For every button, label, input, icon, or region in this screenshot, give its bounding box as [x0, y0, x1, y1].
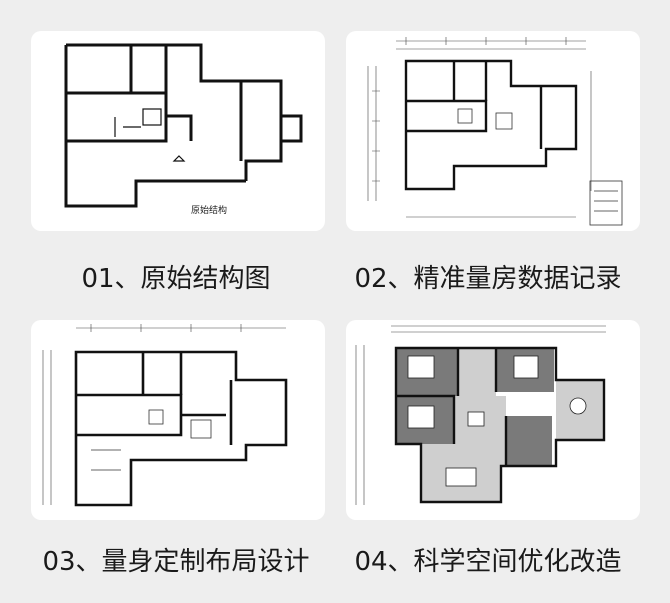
floor-plan-original: 原始结构 [64, 43, 303, 216]
plan-card-optimized[interactable] [346, 320, 640, 520]
plan-card-layout[interactable] [31, 320, 325, 520]
caption-measurement: 02、精准量房数据记录 [354, 264, 622, 294]
plan-card-original[interactable]: 原始结构 [31, 31, 325, 231]
floor-plan-layout [42, 324, 288, 507]
caption-original-structure: 01、原始结构图 [81, 264, 271, 294]
plan-label: 原始结构 [191, 204, 227, 216]
floor-plan-measured [367, 37, 623, 226]
caption-space-optimization: 04、科学空间优化改造 [354, 547, 622, 577]
plan-card-measured[interactable] [346, 31, 640, 231]
caption-layout-design: 03、量身定制布局设计 [42, 547, 310, 577]
floor-plan-optimized [355, 325, 606, 505]
